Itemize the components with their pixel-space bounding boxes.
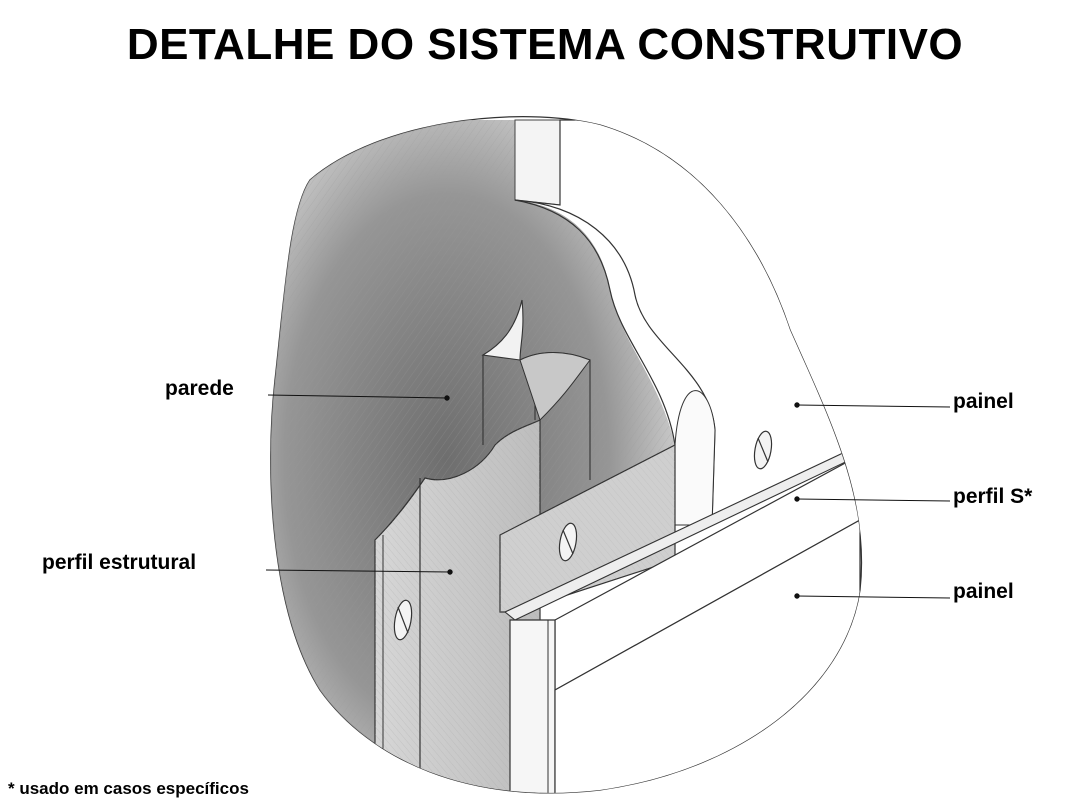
- diagram-title: DETALHE DO SISTEMA CONSTRUTIVO: [126, 20, 964, 69]
- leader-panel-top: [796, 404, 951, 408]
- leader-wall: [267, 394, 448, 399]
- screw-icon: [393, 430, 773, 641]
- label-panel-bottom: painel: [953, 580, 1014, 603]
- footnote: * usado em casos específicos: [8, 779, 249, 798]
- label-profile-s: perfil S*: [953, 485, 1033, 508]
- label-structural-profile: perfil estrutural: [42, 551, 197, 574]
- leader-panel-bottom: [796, 595, 951, 599]
- leader-profile-s: [796, 498, 951, 502]
- label-panel-top: painel: [953, 390, 1014, 413]
- label-wall: parede: [165, 377, 234, 400]
- leader-structural-profile: [265, 569, 451, 573]
